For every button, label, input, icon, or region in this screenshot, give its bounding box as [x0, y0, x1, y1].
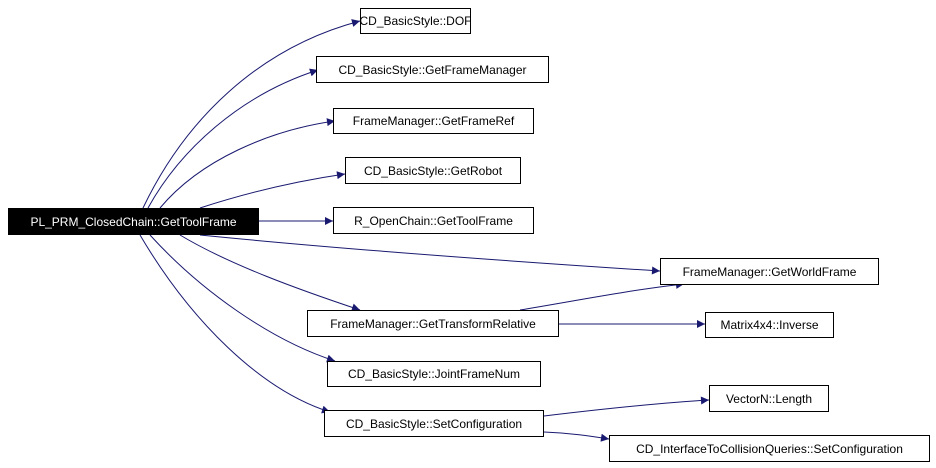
node-r-openchain-gettoolframe[interactable]: R_OpenChain::GetToolFrame: [333, 207, 534, 234]
edge-root-to-getrobot: [199, 171, 346, 209]
node-cd-basicstyle-setconfiguration[interactable]: CD_BasicStyle::SetConfiguration: [324, 410, 544, 437]
edge-root-to-gettransformrelative: [179, 234, 361, 312]
node-cd-basicstyle-getrobot[interactable]: CD_BasicStyle::GetRobot: [345, 157, 521, 184]
node-cd-basicstyle-getframemanager[interactable]: CD_BasicStyle::GetFrameManager: [316, 56, 549, 83]
node-root-gettoolframe[interactable]: PL_PRM_ClosedChain::GetToolFrame: [8, 208, 259, 235]
edge-setconfiguration-to-collisionsetconfiguration: [543, 431, 610, 442]
edge-gettransformrelative-to-getworldframe: [519, 280, 685, 311]
node-matrix4x4-inverse[interactable]: Matrix4x4::Inverse: [705, 312, 834, 338]
node-collisionqueries-setconfiguration[interactable]: CD_InterfaceToCollisionQueries::SetConfi…: [609, 435, 930, 462]
edge-root-to-jointframenum: [149, 234, 336, 363]
edge-setconfiguration-to-length: [543, 396, 710, 417]
edge-root-to-getworldframe: [199, 234, 661, 275]
node-framemanager-gettransformrelative[interactable]: FrameManager::GetTransformRelative: [307, 310, 559, 337]
node-vectorn-length[interactable]: VectorN::Length: [709, 385, 829, 412]
edge-root-to-dof: [142, 19, 361, 209]
edge-root-to-getframeref: [159, 118, 336, 209]
node-framemanager-getworldframe[interactable]: FrameManager::GetWorldFrame: [660, 258, 879, 285]
edge-root-to-getframemanager: [147, 68, 319, 209]
edge-root-to-setconfiguration: [139, 234, 331, 414]
node-framemanager-getframeref[interactable]: FrameManager::GetFrameRef: [333, 108, 534, 134]
node-cd-basicstyle-jointframenum[interactable]: CD_BasicStyle::JointFrameNum: [327, 361, 541, 387]
node-cd-basicstyle-dof[interactable]: CD_BasicStyle::DOF: [359, 8, 472, 34]
